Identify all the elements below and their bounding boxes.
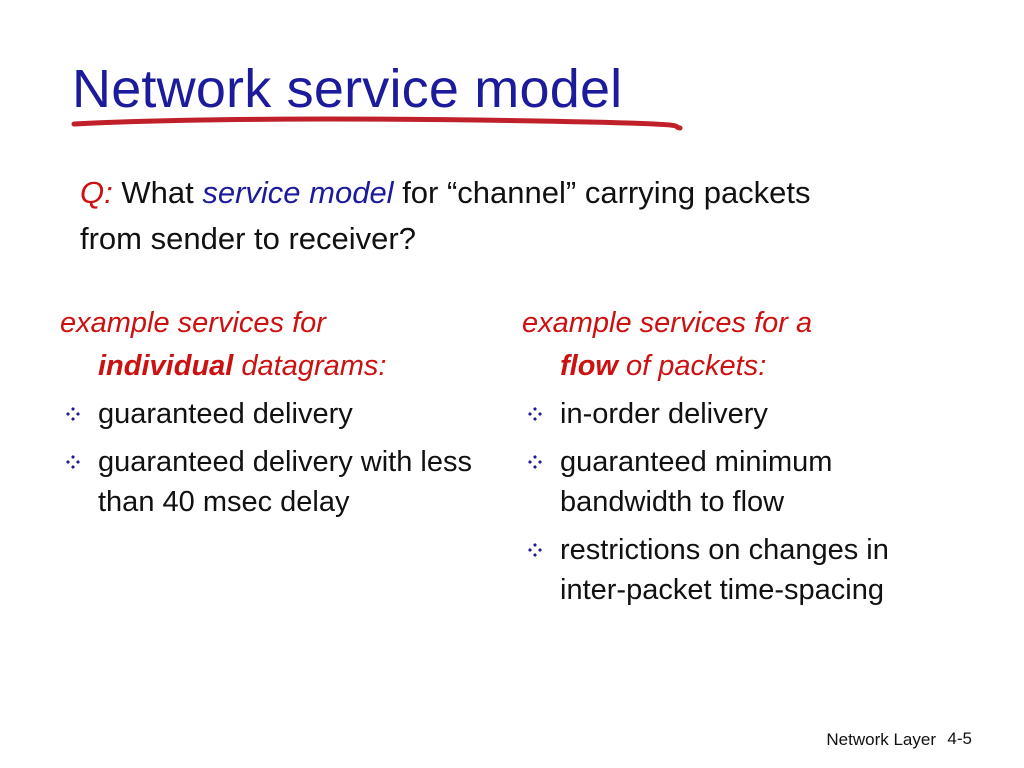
four-diamond-bullet-icon: [66, 455, 80, 469]
right-bullet-list: in-order delivery guaranteed minimum ban…: [522, 394, 962, 610]
question-part2: for “channel” carrying packets from send…: [80, 175, 811, 256]
bullet-text: guaranteed delivery: [98, 398, 353, 430]
page-number: 4-5: [947, 729, 972, 748]
question-emphasis: service model: [202, 175, 394, 210]
list-item: guaranteed delivery with less than 40 ms…: [60, 442, 480, 522]
list-item: restrictions on changes in inter-packet …: [522, 530, 962, 610]
question-prefix: Q:: [80, 175, 113, 210]
list-item: guaranteed minimum bandwidth to flow: [522, 442, 962, 522]
left-heading-part2: datagrams:: [233, 350, 387, 382]
question-part1: What: [112, 175, 203, 210]
four-diamond-bullet-icon: [528, 455, 542, 469]
bullet-text: guaranteed delivery with less than 40 ms…: [98, 446, 472, 518]
question-text: Q: What service model for “channel” carr…: [80, 170, 840, 262]
four-diamond-bullet-icon: [528, 407, 542, 421]
left-heading-part1: example services for: [60, 307, 326, 339]
left-bullet-list: guaranteed delivery guaranteed delivery …: [60, 394, 480, 522]
bullet-text: guaranteed minimum bandwidth to flow: [560, 446, 833, 518]
bullet-text: in-order delivery: [560, 398, 768, 430]
right-heading-part2: of packets:: [618, 350, 767, 382]
list-item: guaranteed delivery: [60, 394, 480, 434]
right-heading-bold: flow: [560, 350, 618, 382]
four-diamond-bullet-icon: [528, 543, 542, 557]
four-diamond-bullet-icon: [66, 407, 80, 421]
right-column: example services for a flow of packets: i…: [522, 302, 962, 618]
title-underline: [71, 116, 683, 131]
right-heading-part1: example services for a: [522, 307, 813, 339]
left-heading-bold: individual: [98, 350, 234, 382]
right-column-heading: example services for a flow of packets:: [522, 302, 962, 388]
left-column-heading: example services for individual datagrams…: [60, 302, 480, 388]
slide-title: Network service model: [72, 59, 623, 119]
bullet-text: restrictions on changes in inter-packet …: [560, 534, 889, 606]
footer-label: Network Layer: [826, 730, 936, 749]
left-column: example services for individual datagrams…: [60, 302, 480, 530]
list-item: in-order delivery: [522, 394, 962, 434]
